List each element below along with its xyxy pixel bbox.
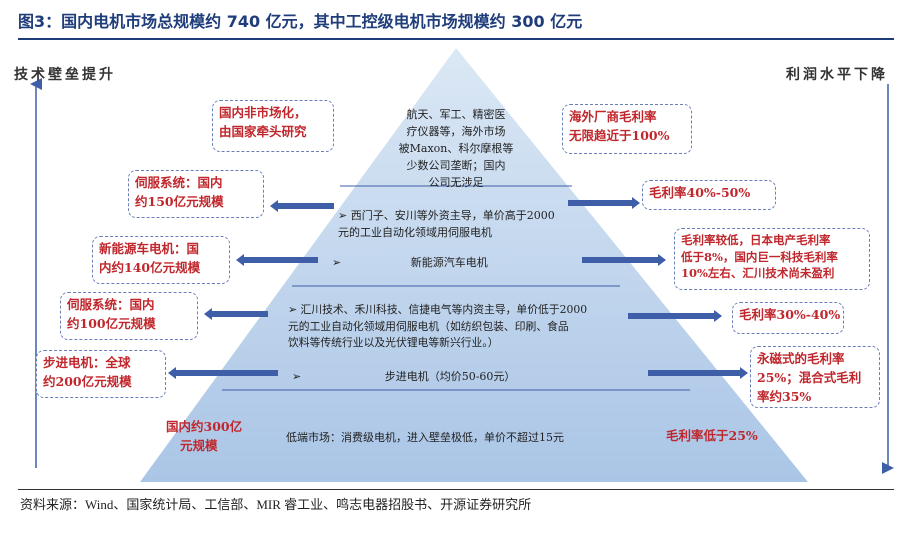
right-text-tier-5: 毛利率低于25%: [666, 428, 758, 443]
center-line: 少数公司垄断；国内: [406, 159, 506, 173]
center-text-tier-5: 低端市场：消费级电机，进入壁垒极低，单价不超过15元: [286, 431, 564, 444]
center-line: 元的工业自动化领域用伺服电机（如纺织包装、印刷、食品: [288, 319, 569, 333]
box-line: 25%；混合式毛利: [757, 369, 862, 385]
left-arrow: [204, 308, 268, 320]
box-line: 约200亿元规模: [43, 373, 132, 389]
left-box-tier-0: 国内非市场化， 由国家牵头研究: [212, 100, 334, 152]
box-line: 率约35%: [757, 388, 812, 404]
right-box-tier-3: 毛利率30%-40%: [732, 302, 844, 334]
right-box-tier-2: 毛利率较低，日本电产毛利率 低于8%，国内巨一科技毛利率 10%左右、汇川技术尚…: [674, 228, 870, 290]
left-axis-label: 技术壁垒提升: [14, 67, 116, 83]
figure-title: 图3：国内电机市场总规模约 740 亿元，其中工控级电机市场规模约 300 亿元: [18, 12, 583, 31]
right-arrow: [568, 197, 640, 209]
box-line: 永磁式的毛利率: [757, 351, 845, 366]
left-arrow: [270, 200, 334, 212]
center-text-tier-4: ➢ 步进电机（均价50-60元）: [292, 368, 562, 385]
box-line: 毛利率较低，日本电产毛利率: [681, 233, 831, 247]
box-line: 伺服系统：国内: [67, 297, 155, 312]
left-text-tier-5: 国内约300亿 元规模: [166, 418, 242, 456]
right-arrow: [628, 310, 722, 322]
center-line: 被Maxon、科尔摩根等: [398, 142, 514, 156]
box-line: 毛利率40%-50%: [649, 185, 751, 200]
box-line: 约100亿元规模: [67, 315, 156, 331]
left-arrow: [168, 367, 278, 379]
center-text-tier-3: ➢ 汇川技术、禾川科技、信捷电气等内资主导，单价低于2000 元的工业自动化领域…: [288, 302, 628, 352]
right-box-tier-1: 毛利率40%-50%: [642, 180, 776, 210]
box-line: 国内约300亿: [166, 419, 243, 434]
box-line: 低于8%，国内巨一科技毛利率: [681, 249, 838, 264]
title-rule: [18, 38, 894, 40]
source-rule: [18, 489, 894, 490]
left-box-tier-2: 新能源车电机：国 内约140亿元规模: [92, 236, 230, 284]
bullet-icon: ➢: [292, 370, 302, 383]
left-box-tier-1: 伺服系统：国内 约150亿元规模: [128, 170, 264, 218]
pyramid: [140, 48, 808, 482]
center-line: 公司无涉足: [428, 176, 484, 190]
box-line: 毛利率30%-40%: [739, 307, 841, 322]
box-line: 伺服系统：国内: [135, 175, 223, 190]
center-text-tier-2: ➢ 新能源汽车电机: [332, 254, 572, 271]
source-note: 资料来源：Wind、国家统计局、工信部、MIR 睿工业、鸣志电器招股书、开源证券…: [20, 497, 532, 512]
left-box-tier-3: 伺服系统：国内 约100亿元规模: [60, 292, 198, 340]
box-line: 约150亿元规模: [135, 193, 224, 209]
box-line: 国内非市场化，: [219, 105, 307, 120]
left-arrow: [236, 254, 318, 266]
right-arrow: [648, 367, 748, 379]
center-line: 新能源汽车电机: [410, 256, 488, 269]
bullet-icon: ➢: [332, 256, 342, 269]
box-line: 由国家牵头研究: [219, 123, 307, 139]
center-line: 汇川技术、禾川科技、信捷电气等内资主导，单价低于2000: [300, 303, 588, 316]
right-box-tier-4: 永磁式的毛利率 25%；混合式毛利 率约35%: [750, 346, 880, 408]
center-text-tier-1: ➢ 西门子、安川等外资主导，单价高于2000 元的工业自动化领域用伺服电机: [338, 207, 570, 241]
box-line: 内约140亿元规模: [99, 259, 201, 275]
left-box-tier-4: 步进电机：全球 约200亿元规模: [36, 350, 166, 398]
center-line: 疗仪器等，海外市场: [406, 125, 506, 139]
box-line: 无限趋近于100%: [569, 127, 670, 143]
bullet-icon: ➢: [338, 209, 348, 222]
center-line: 航天、军工、精密医: [406, 108, 506, 121]
center-line: 西门子、安川等外资主导，单价高于2000: [350, 209, 555, 222]
center-text-tier-0: 航天、军工、精密医 疗仪器等，海外市场 被Maxon、科尔摩根等 少数公司垄断；…: [380, 106, 532, 191]
box-line: 元规模: [180, 437, 218, 453]
right-arrow: [582, 254, 666, 266]
box-line: 10%左右、汇川技术尚未盈利: [681, 266, 835, 281]
box-line: 步进电机：全球: [43, 355, 131, 370]
center-line: 饮料等传统行业以及光伏锂电等新兴行业。）: [288, 336, 499, 350]
right-box-tier-0: 海外厂商毛利率 无限趋近于100%: [562, 104, 692, 154]
box-line: 新能源车电机：国: [99, 241, 200, 256]
center-line: 步进电机（均价50-60元）: [384, 370, 516, 383]
box-line: 海外厂商毛利率: [569, 109, 657, 124]
center-line: 元的工业自动化领域用伺服电机: [338, 226, 492, 240]
right-axis-label: 利润水平下降: [786, 67, 888, 83]
bullet-icon: ➢: [288, 303, 298, 316]
